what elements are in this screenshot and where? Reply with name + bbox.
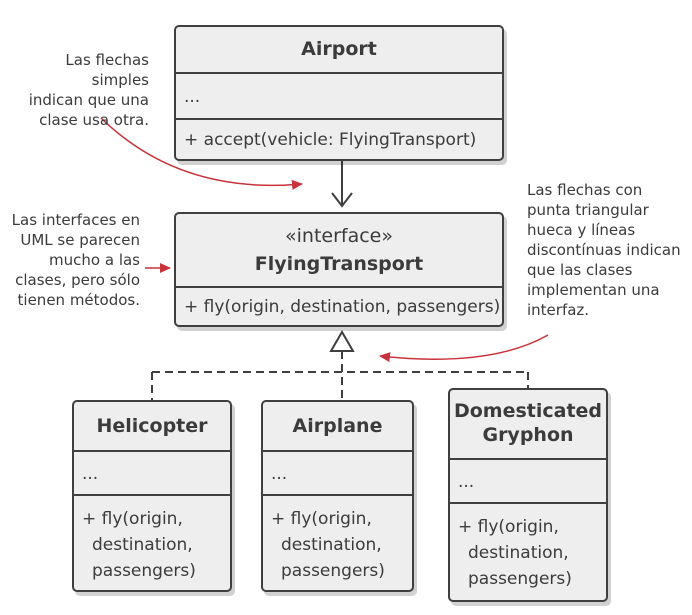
- class-helicopter: Helicopter ... + fly(origin, destination…: [72, 400, 232, 592]
- method-line: + fly(origin,: [458, 517, 559, 537]
- class-name: Airplane: [292, 415, 383, 437]
- method-line: passengers): [281, 561, 385, 581]
- interface-method: + fly(origin, destination, passengers): [176, 286, 502, 325]
- class-method: + fly(origin, destination, passengers): [450, 502, 606, 600]
- hollow-triangle-head: [329, 330, 355, 352]
- note-arrow-simple: [100, 117, 303, 190]
- class-method: + fly(origin, destination, passengers): [74, 494, 230, 590]
- class-airplane: Airplane ... + fly(origin, destination, …: [261, 400, 414, 592]
- class-name: Domesticated Gryphon: [450, 390, 606, 458]
- class-name: Airport: [301, 38, 377, 60]
- note-triangle-arrows-text: Las flechas con punta triangular hueca y…: [527, 181, 681, 319]
- note-simple-arrows: Las flechas simples indican que una clas…: [4, 50, 149, 130]
- method-line: + fly(origin,: [271, 509, 372, 529]
- method-line: destination,: [92, 535, 193, 555]
- class-name: Helicopter: [96, 415, 208, 437]
- method-line: destination,: [468, 543, 569, 563]
- class-name-line: Domesticated: [453, 400, 603, 422]
- method-line: destination,: [281, 535, 382, 555]
- method-line: passengers): [468, 569, 572, 589]
- method-line: passengers): [92, 561, 196, 581]
- interface-flying-transport: «interface» FlyingTransport + fly(origin…: [174, 212, 504, 327]
- method-line: + fly(origin,: [82, 509, 183, 529]
- class-fields: ...: [74, 450, 230, 494]
- class-airport: Airport ... + accept(vehicle: FlyingTran…: [174, 25, 504, 161]
- class-name-line: Gryphon: [482, 424, 574, 446]
- association-arrow: [331, 161, 353, 208]
- note-interfaces-text: Las interfaces en UML se parecen mucho a…: [11, 211, 140, 309]
- note-arrow-triangle: [379, 334, 549, 363]
- class-fields: ...: [176, 72, 502, 118]
- class-method: + fly(origin, destination, passengers): [263, 494, 412, 590]
- class-fields: ...: [263, 450, 412, 494]
- class-method: + accept(vehicle: FlyingTransport): [176, 118, 502, 159]
- interface-stereotype: «interface»: [285, 225, 393, 247]
- class-fields: ...: [450, 458, 606, 502]
- class-domesticated-gryphon: Domesticated Gryphon ... + fly(origin, d…: [448, 388, 608, 602]
- note-simple-arrows-text: Las flechas simples indican que una clas…: [28, 51, 149, 129]
- interface-name: FlyingTransport: [254, 253, 424, 275]
- interface-header: «interface» FlyingTransport: [176, 214, 502, 286]
- realization-arrows: [151, 330, 529, 400]
- note-triangle-arrows: Las flechas con punta triangular hueca y…: [527, 180, 689, 320]
- note-interfaces: Las interfaces en UML se parecen mucho a…: [4, 210, 140, 310]
